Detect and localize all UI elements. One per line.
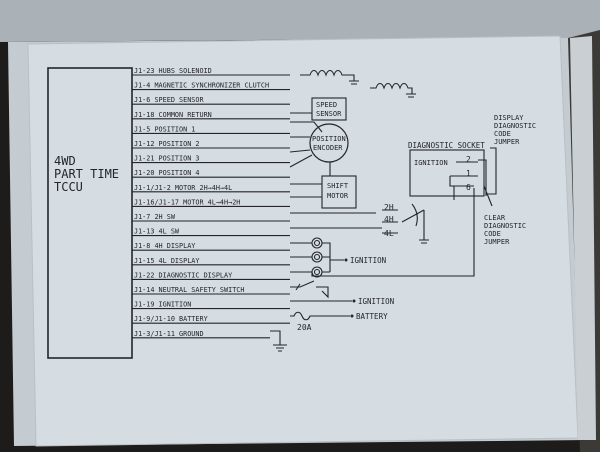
display-jumper-label-2: DIAGNOSTIC <box>494 122 536 130</box>
encoder-label-1: POSITION <box>312 135 346 143</box>
pin-lines <box>132 74 290 339</box>
tccu-label-1: 4WD <box>54 154 76 168</box>
ground-symbol <box>270 330 287 352</box>
pin-label: J1-23 HUBS SOLENOID <box>134 67 212 75</box>
pin-label: J1-5 POSITION 1 <box>134 125 195 133</box>
pin-label: J1-7 2H SW <box>134 213 176 221</box>
clear-jumper-label-3: CODE <box>484 230 501 238</box>
display-lamps <box>290 188 475 278</box>
display-jumper-label-1: DISPLAY <box>494 114 524 122</box>
battery-line-label: BATTERY <box>356 312 388 321</box>
tccu-label-3: TCCU <box>54 180 83 194</box>
range-switch <box>290 203 429 244</box>
speed-sensor-box <box>311 97 347 121</box>
switch-4l-label: 4L <box>384 229 394 238</box>
fuse-label: 20A <box>297 323 312 332</box>
pin-label: J1-9/J1-10 BATTERY <box>134 315 208 323</box>
pin-label: J1-22 DIAGNOSTIC DISPLAY <box>134 271 232 279</box>
pin-label: J1-12 POSITION 2 <box>134 140 199 148</box>
diag-pin2: 2 <box>466 155 471 164</box>
tccu-label-2: PART TIME <box>54 167 119 181</box>
switch-2h-label: 2H <box>384 203 394 212</box>
battery-fuse <box>290 311 350 321</box>
speed-sensor-label-1: SPEED <box>316 101 337 109</box>
ignition-line-label: IGNITION <box>358 297 394 306</box>
shift-motor-box <box>321 175 357 209</box>
speed-sensor-label-2: SENSOR <box>316 110 342 118</box>
pin-label: J1-19 IGNITION <box>134 301 191 309</box>
diag-pin1: 1 <box>466 169 471 178</box>
display-jumper-label-3: CODE <box>494 130 511 138</box>
position-encoder <box>309 123 349 163</box>
diag-title: DIAGNOSTIC SOCKET <box>408 141 485 150</box>
pin-label: J1-4 MAGNETIC SYNCHRONIZER CLUTCH <box>134 82 269 90</box>
pin-label: J1-1/J1-2 MOTOR 2H→4H→4L <box>134 184 232 192</box>
shift-motor-label-2: MOTOR <box>327 192 349 200</box>
pin-labels: J1-23 HUBS SOLENOID J1-4 MAGNETIC SYNCHRO… <box>134 67 269 338</box>
switch-4h-label: 4H <box>384 215 394 224</box>
pin-label: J1-14 NEUTRAL SAFETY SWITCH <box>134 286 245 294</box>
clear-jumper-label-4: JUMPER <box>484 238 510 246</box>
pin-label: J1-13 4L SW <box>134 228 180 236</box>
tccu-box <box>47 67 133 359</box>
pin-label: J1-16/J1-17 MOTOR 4L→4H→2H <box>134 198 240 206</box>
pin-label: J1-8 4H DISPLAY <box>134 242 195 250</box>
display-jumper-label-4: JUMPER <box>494 138 520 146</box>
pin-label: J1-15 4L DISPLAY <box>134 257 199 265</box>
pin-label: J1-3/J1-11 GROUND <box>134 330 204 338</box>
hubs-solenoid-coil <box>300 69 359 85</box>
clear-jumper-label-1: CLEAR <box>484 214 506 222</box>
shift-motor-label-1: SHIFT <box>327 182 349 190</box>
encoder-label-2: ENCODER <box>313 144 343 152</box>
diagnostic-socket <box>409 149 485 197</box>
clutch-coil <box>370 82 416 98</box>
pin-label: J1-20 POSITION 4 <box>134 169 199 177</box>
pin-label: J1-6 SPEED SENSOR <box>134 96 204 104</box>
lamps-ignition-label: IGNITION <box>350 256 386 265</box>
clear-jumper-label-2: DIAGNOSTIC <box>484 222 526 230</box>
neutral-safety-switch <box>290 280 329 299</box>
diag-ignition-label: IGNITION <box>414 159 448 167</box>
pin-label: J1-21 POSITION 3 <box>134 155 199 163</box>
diag-pin6: 6 <box>466 183 471 192</box>
pin-label: J1-18 COMMON RETURN <box>134 111 212 119</box>
